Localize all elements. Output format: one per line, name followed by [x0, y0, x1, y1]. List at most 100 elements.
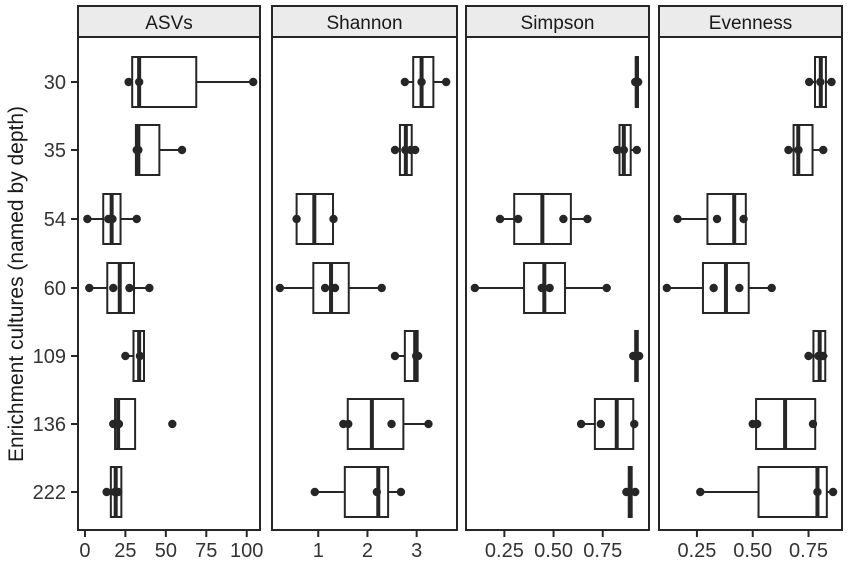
y-tick-label: 136 [33, 414, 66, 436]
x-tick-label: 100 [230, 540, 263, 562]
facet-strip-label: Shannon [326, 13, 402, 34]
panel-background [271, 36, 458, 531]
x-tick-label: 0.50 [733, 540, 772, 562]
data-point-dot [168, 419, 177, 429]
x-tick-label: 75 [195, 540, 217, 562]
data-point-dot [441, 77, 451, 87]
x-tick-label: 50 [155, 540, 177, 562]
data-point-dot [583, 214, 592, 224]
data-point-dot [275, 283, 285, 293]
data-point-dot [696, 487, 705, 497]
data-point-dot [739, 214, 748, 224]
boxplot-asvs-136 [109, 398, 177, 450]
data-point-dot [102, 487, 111, 497]
x-tick-label: 2 [362, 540, 373, 562]
boxplot-shannon-136 [339, 398, 433, 450]
boxplot-asvs-30 [124, 56, 258, 108]
x-tick-label: 25 [114, 540, 136, 562]
data-point-dot [662, 283, 672, 293]
data-point-dot [596, 419, 605, 429]
data-point-dot [134, 145, 143, 155]
boxplot-evenness-222 [696, 466, 838, 518]
boxplot-asvs-35 [132, 124, 187, 176]
data-point-dot [330, 283, 340, 293]
data-point-dot [390, 351, 400, 361]
data-point-dot [752, 419, 762, 429]
data-point-dot [108, 214, 117, 224]
data-point-dot [545, 283, 554, 293]
panel-background [77, 36, 261, 531]
data-point-dot [396, 487, 406, 497]
data-point-dot [612, 145, 622, 155]
x-tick-label: 1 [313, 540, 324, 562]
data-point-dot [145, 283, 154, 293]
data-point-dot [804, 351, 813, 361]
data-point-dot [310, 487, 320, 497]
boxplot-evenness-35 [784, 124, 828, 176]
data-point-dot [819, 145, 828, 155]
data-point-dot [292, 214, 301, 224]
data-point-dot [470, 283, 480, 293]
data-point-dot [125, 283, 134, 293]
data-point-dot [114, 419, 124, 429]
data-point-dot [634, 351, 644, 361]
data-point-dot [537, 283, 546, 293]
boxplot-simpson-54 [495, 193, 592, 245]
data-point-dot [709, 283, 718, 293]
data-point-dot [400, 77, 410, 87]
data-point-dot [121, 351, 130, 361]
facet-strip-label: Evenness [709, 13, 792, 34]
data-point-dot [813, 487, 822, 497]
data-point-dot [633, 77, 643, 87]
data-point-dot [413, 351, 423, 361]
data-point-dot [816, 77, 825, 87]
data-point-dot [372, 487, 382, 497]
data-point-dot [576, 419, 586, 429]
boxplot-simpson-35 [612, 124, 641, 176]
boxplot-asvs-60 [85, 262, 154, 314]
data-point-dot [132, 214, 141, 224]
facet-strip-label: ASVs [145, 13, 193, 34]
data-point-dot [495, 214, 505, 224]
data-point-dot [673, 214, 682, 224]
x-tick-label: 3 [411, 540, 422, 562]
y-tick-label: 109 [33, 346, 66, 368]
boxplot-asvs-222 [102, 466, 123, 518]
data-point-dot [83, 214, 92, 224]
y-axis-title: Enrichment cultures (named by depth) [5, 106, 28, 462]
facet-panel-shannon: Shannon 1 2 3 [271, 5, 458, 562]
boxplot-simpson-109 [629, 330, 644, 382]
x-tick-label: 0 [79, 540, 90, 562]
data-point-dot [619, 145, 629, 155]
data-point-dot [134, 77, 144, 87]
data-point-dot [804, 77, 814, 87]
data-point-dot [113, 487, 123, 497]
boxplot-simpson-222 [622, 466, 640, 518]
data-point-dot [602, 283, 611, 293]
x-tick-label: 0.25 [677, 540, 716, 562]
facet-strip-label: Simpson [521, 13, 595, 34]
data-point-dot [329, 214, 338, 224]
facet-panel-asvs: ASVs 0 25 50 75 100 [77, 5, 263, 562]
panel-background [658, 36, 843, 531]
boxplot-shannon-35 [390, 124, 420, 176]
boxplot-simpson-60 [470, 262, 611, 314]
data-point-dot [631, 487, 640, 497]
facet-strip [271, 5, 458, 38]
y-tick-label: 60 [44, 278, 66, 300]
data-point-dot [85, 283, 94, 293]
data-point-dot [390, 145, 400, 155]
data-point-dot [735, 283, 744, 293]
data-point-dot [177, 145, 187, 155]
boxplot-evenness-109 [804, 330, 828, 382]
boxplot-shannon-60 [275, 262, 386, 314]
data-point-dot [828, 487, 838, 497]
data-point-dot [124, 77, 133, 87]
data-point-dot [344, 419, 353, 429]
data-point-dot [818, 351, 828, 361]
y-tick-label: 222 [33, 482, 66, 504]
